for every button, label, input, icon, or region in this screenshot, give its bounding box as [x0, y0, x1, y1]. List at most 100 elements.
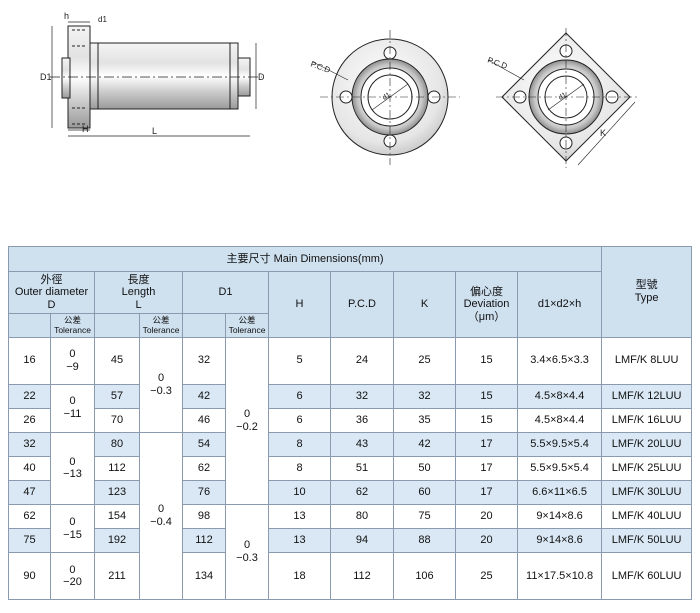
cell-deviation: 25	[455, 552, 518, 600]
cell-l: 70	[94, 407, 140, 433]
cell-h: 10	[268, 479, 331, 506]
table-row: 90 0−20 211 134 18 112 106 25 11×17.5×10…	[8, 552, 693, 600]
table-row: 16 0−9 45 0−0.3 32 0−0.2 5 24 25 15 3.4×…	[8, 336, 693, 506]
d1-label: d1	[98, 15, 107, 24]
cell-pcd: 32	[330, 383, 394, 409]
cell-d1d2h: 11×17.5×10.8	[516, 552, 603, 600]
cell-d: 47	[8, 479, 51, 506]
cell-k: 32	[393, 383, 456, 409]
cell-pcd: 36	[330, 407, 394, 433]
cell-h: 5	[268, 337, 331, 385]
side-view-drawing	[50, 21, 262, 137]
cell-d1: 134	[182, 552, 226, 600]
cell-h: 8	[268, 431, 331, 457]
cell-d1d2h: 4.5×8×4.4	[516, 407, 603, 433]
cell-d1: 112	[182, 528, 226, 554]
cell-pcd: 112	[330, 552, 394, 600]
cell-type: LMF/K 25LUU	[601, 455, 693, 482]
cell-d: 62	[8, 504, 51, 530]
d-tolerance-5: 0−20	[50, 552, 95, 600]
cell-d: 40	[8, 455, 51, 482]
cell-d: 32	[8, 431, 51, 457]
cell-h: 6	[268, 383, 331, 409]
cell-h: 13	[268, 504, 331, 530]
table-row: 40 112 62 8 51 50 17 5.5×9.5×5.4 LMF/K 2…	[8, 455, 693, 482]
round-d1-label: d1	[382, 92, 392, 102]
length-subheader	[94, 313, 140, 338]
cell-d1: 54	[182, 431, 226, 457]
d1-tolerance-2: 0−0.3	[225, 504, 269, 600]
cell-l: 192	[94, 528, 140, 554]
cell-pcd: 24	[330, 337, 394, 385]
cell-pcd: 94	[330, 528, 394, 554]
cell-d1d2h: 5.5×9.5×5.4	[516, 431, 603, 457]
d1d2h-header: d1×d2×h	[516, 271, 603, 338]
cell-pcd: 62	[330, 479, 394, 506]
cell-d1: 46	[182, 407, 226, 433]
cell-d1: 32	[182, 337, 226, 385]
L-label: L	[152, 126, 157, 136]
cell-d1d2h: 9×14×8.6	[516, 504, 603, 530]
cell-d1: 62	[182, 455, 226, 482]
cell-d1: 98	[182, 504, 226, 530]
cell-k: 75	[393, 504, 456, 530]
k-header: K	[393, 271, 456, 338]
cell-l: 154	[94, 504, 140, 530]
table-row: 32 0−13 80 0−0.4 54 8 43 42 17 5.5×9.5×5…	[8, 431, 693, 601]
D-label: D	[258, 72, 265, 82]
square-k-label: K	[600, 128, 606, 138]
cell-pcd: 43	[330, 431, 394, 457]
cell-d1d2h: 9×14×8.6	[516, 528, 603, 554]
cell-type: LMF/K 12LUU	[601, 383, 693, 409]
cell-h: 6	[268, 407, 331, 433]
table-row: 62 0−15 154 98 0−0.3 13 80 75 20 9×14×8.…	[8, 504, 693, 600]
cell-d1d2h: 5.5×9.5×5.4	[516, 455, 603, 482]
outer-diameter-subheader	[8, 313, 51, 338]
square-pcd-label: P.C.D	[486, 55, 508, 70]
cell-l: 80	[94, 431, 140, 457]
cell-deviation: 20	[455, 528, 518, 554]
cell-h: 8	[268, 455, 331, 482]
cell-d1d2h: 3.4×6.5×3.3	[516, 337, 603, 385]
table-title: 主要尺寸 Main Dimensions(mm)	[7, 246, 603, 272]
cell-deviation: 17	[455, 431, 518, 457]
cell-k: 50	[393, 455, 456, 482]
d1-header: D1	[182, 271, 269, 314]
round-flange-drawing	[312, 30, 460, 165]
pcd-header: P.C.D	[330, 271, 394, 338]
cell-h: 18	[268, 552, 331, 600]
l-tolerance-2: 0−0.4	[139, 431, 183, 601]
table-row: 75 192 112 13 94 88 20 9×14×8.6 LMF/K 50…	[8, 528, 693, 554]
cell-pcd: 80	[330, 504, 394, 530]
cell-k: 25	[393, 337, 456, 385]
d1-subheader	[182, 313, 226, 338]
cell-k: 42	[393, 431, 456, 457]
cell-d: 75	[8, 528, 51, 554]
cell-l: 45	[94, 337, 140, 385]
l-tolerance-1: 0−0.3	[139, 337, 183, 433]
square-flange-drawing	[487, 28, 640, 168]
cell-deviation: 20	[455, 504, 518, 530]
square-d1-label: d1	[558, 92, 568, 102]
cell-d1d2h: 6.6×11×6.5	[516, 479, 603, 506]
table-row: 26 70 46 6 36 35 15 4.5×8×4.4 LMF/K 16LU…	[8, 407, 693, 433]
H-label: H	[82, 124, 89, 134]
sleeve-body	[89, 42, 239, 110]
d1-tolerance-1: 0−0.2	[225, 336, 269, 506]
h-header: H	[268, 271, 331, 338]
table-row: 22 0−11 57 42 6 32 32 15 4.5×8×4.4 LMF/K…	[8, 383, 693, 433]
cell-deviation: 17	[455, 455, 518, 482]
d-tolerance-1: 0−9	[50, 337, 95, 385]
cell-k: 106	[393, 552, 456, 600]
cell-type: LMF/K 30LUU	[601, 479, 693, 506]
cell-l: 211	[94, 552, 140, 600]
cell-type: LMF/K 8LUU	[601, 337, 693, 385]
cell-type: LMF/K 40LUU	[601, 504, 693, 530]
cell-pcd: 51	[330, 455, 394, 482]
D1-label: D1	[40, 72, 52, 82]
cell-deviation: 15	[455, 383, 518, 409]
cell-deviation: 15	[455, 337, 518, 385]
